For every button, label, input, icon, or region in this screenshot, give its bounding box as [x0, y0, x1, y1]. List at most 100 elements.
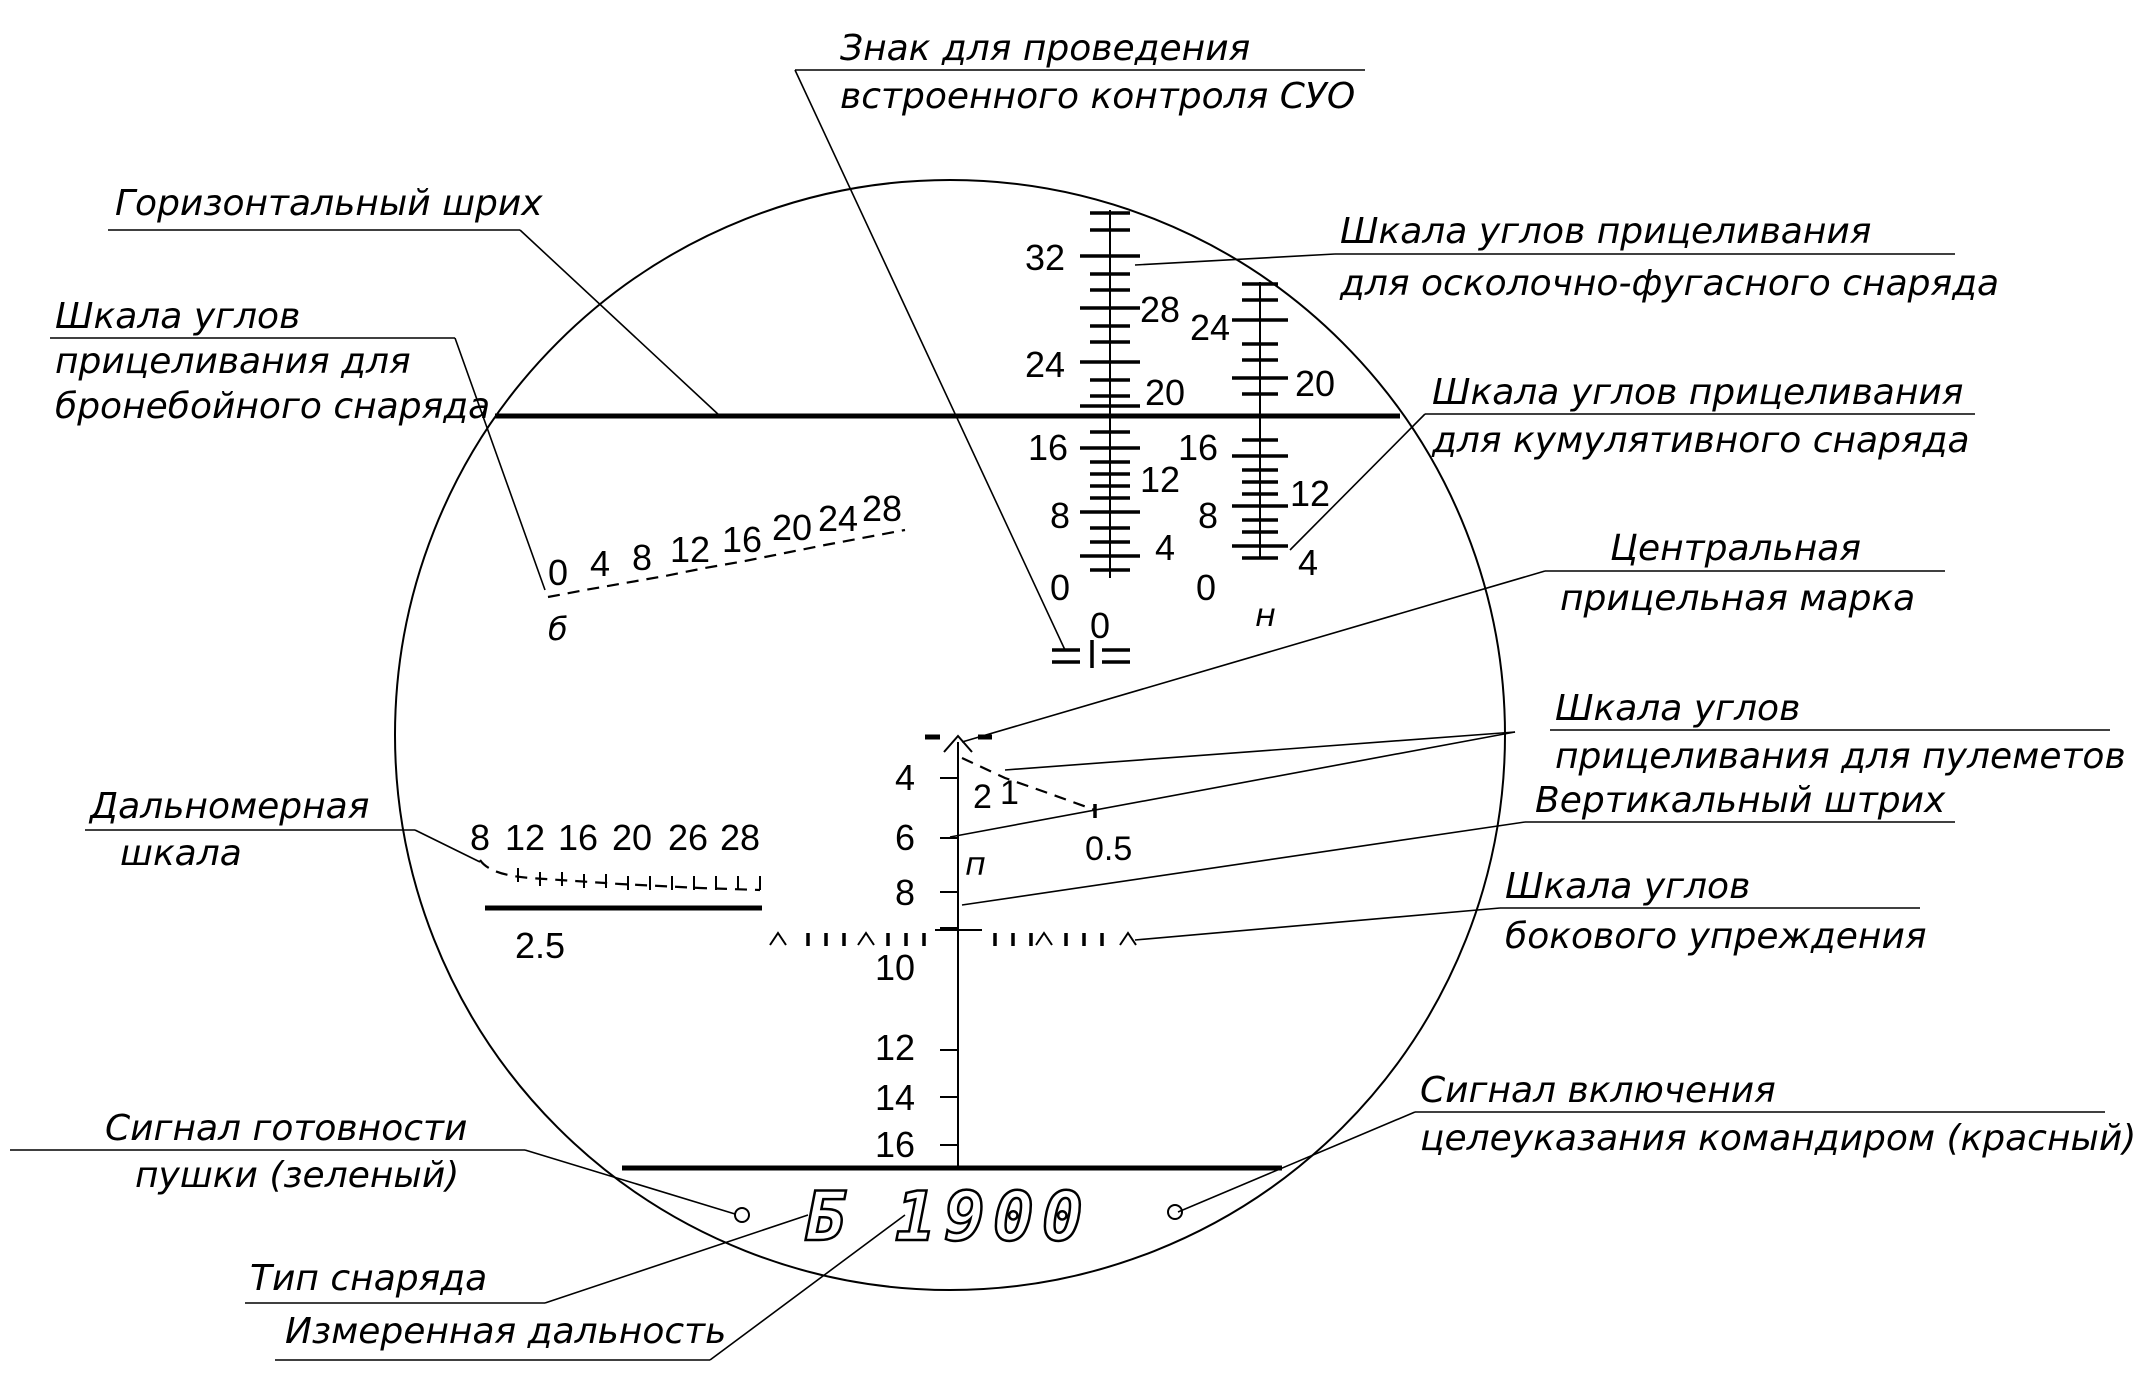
mg-scale-letter: п — [965, 845, 986, 883]
callout-mg-scale: Шкала углов прицеливания для пулеметов — [949, 688, 2126, 838]
central-aiming-mark — [925, 734, 992, 753]
callout-heat-scale: Шкала углов прицеливания для кумулятивно… — [1289, 372, 1975, 551]
ap-scale-label: 4 — [590, 543, 610, 584]
callout-text: Сигнал включения — [1420, 1070, 1776, 1111]
range-scale-label: 8 — [470, 817, 490, 858]
callout-text: Знак для проведения — [840, 28, 1250, 69]
callout-text: для кумулятивного снаряда — [1431, 420, 1970, 461]
mg-aiming-scale: 2 1 0.5 п — [961, 757, 1132, 883]
callout-central-mark: Центральная прицельная марка — [961, 528, 1945, 743]
he-scale-label: 16 — [1028, 427, 1068, 468]
callout-text: прицеливания для — [55, 341, 411, 382]
callout-text: для осколочно-фугасного снаряда — [1339, 263, 1999, 304]
callout-text: Шкала углов — [1555, 688, 1800, 729]
vertical-scale-ticks — [940, 777, 958, 1146]
lateral-lead-scale — [769, 929, 1137, 946]
bottom-readout: Б 1900 — [734, 1177, 1183, 1258]
callout-text: Вертикальный штрих — [1535, 780, 1946, 821]
callout-text: прицельная марка — [1560, 578, 1915, 619]
ap-scale-label: 20 — [772, 507, 812, 548]
range-scale-label: 26 — [668, 817, 708, 858]
callout-text: прицеливания для пулеметов — [1555, 736, 2126, 777]
callout-lead-scale: Шкала углов бокового упреждения — [1134, 866, 1927, 957]
range-scale-label: 16 — [558, 817, 598, 858]
vertical-scale-label: 10 — [875, 947, 915, 988]
mg-scale-label: 1 — [1000, 774, 1019, 812]
cmd-target-indicator — [1167, 1204, 1183, 1220]
callout-text: Тип снаряда — [250, 1258, 487, 1299]
callout-ammo-type: Тип снаряда — [245, 1214, 809, 1304]
callout-text: Сигнал готовности — [105, 1108, 467, 1149]
callout-text: Центральная — [1610, 528, 1861, 569]
he-scale-label: 8 — [1050, 495, 1070, 536]
callout-text: Измеренная дальность — [285, 1311, 726, 1352]
ap-aiming-scale: 0 4 8 12 16 20 24 28 б — [547, 488, 906, 648]
heat-scale-letter: н — [1255, 596, 1276, 634]
heat-aiming-scale: 24 16 8 0 20 12 4 н — [1178, 282, 1335, 634]
mg-scale-label: 0.5 — [1085, 830, 1132, 868]
he-scale-bottom-label: 0 — [1090, 605, 1110, 646]
range-scale-label: 20 — [612, 817, 652, 858]
vertical-scale-label: 12 — [875, 1027, 915, 1068]
ap-scale-label: 12 — [670, 529, 710, 570]
callout-horizontal-line: Горизонтальный шрих — [108, 183, 721, 417]
range-scale-label: 28 — [720, 817, 760, 858]
ap-scale-label: 28 — [862, 488, 902, 529]
callout-range-scale: Дальномерная шкала — [85, 786, 481, 874]
range-scale-ticks — [517, 868, 761, 890]
heat-scale-label: 16 — [1178, 427, 1218, 468]
he-scale-ticks — [1080, 211, 1140, 572]
field-of-view-circle — [394, 179, 1506, 1291]
heat-scale-label: 8 — [1198, 495, 1218, 536]
heat-scale-label: 4 — [1298, 542, 1318, 583]
callout-text: пушки (зеленый) — [135, 1155, 459, 1196]
he-scale-label: 24 — [1025, 344, 1065, 385]
callout-vertical-line: Вертикальный штрих — [961, 780, 1955, 906]
rangefinder-scale: 8 12 16 20 26 28 2.5 — [470, 817, 762, 966]
heat-scale-label: 12 — [1290, 473, 1330, 514]
heat-scale-ticks — [1232, 282, 1288, 560]
callout-text: Шкала углов — [1505, 866, 1750, 907]
bit-sign-mark — [1052, 640, 1130, 668]
heat-scale-label: 24 — [1190, 307, 1230, 348]
heat-scale-label: 0 — [1196, 567, 1216, 608]
callout-gun-ready: Сигнал готовности пушки (зеленый) — [10, 1108, 736, 1215]
range-scale-base-label: 2.5 — [515, 925, 565, 966]
he-aiming-scale: 32 24 16 8 0 28 20 12 4 0 — [1025, 210, 1185, 646]
ap-scale-label: 0 — [548, 552, 568, 593]
callout-text: Шкала углов прицеливания — [1432, 372, 1963, 413]
vertical-scale-label: 6 — [895, 817, 915, 858]
callout-text: Дальномерная — [88, 786, 369, 827]
measured-range-readout: 1900 — [895, 1178, 1091, 1257]
ap-scale-label: 24 — [818, 498, 858, 539]
callout-cmd-signal: Сигнал включения целеуказания командиром… — [1177, 1070, 2136, 1213]
callout-text: бронебойного снаряда — [55, 386, 490, 427]
gun-ready-indicator — [734, 1207, 750, 1223]
he-scale-label: 32 — [1025, 237, 1065, 278]
callout-text: бокового упреждения — [1505, 916, 1927, 957]
callout-text: шкала — [120, 833, 242, 874]
callout-bit-sign: Знак для проведения встроенного контроля… — [794, 28, 1365, 651]
callout-text: целеуказания командиром (красный) — [1420, 1118, 2136, 1159]
vertical-scale-label: 8 — [895, 872, 915, 913]
callout-he-scale: Шкала углов прицеливания для осколочно-ф… — [1134, 211, 1999, 304]
he-scale-label: 28 — [1140, 289, 1180, 330]
he-scale-label: 0 — [1050, 567, 1070, 608]
he-scale-label: 12 — [1140, 459, 1180, 500]
vertical-scale-label: 4 — [895, 757, 915, 798]
he-scale-label: 20 — [1145, 372, 1185, 413]
callout-ap-scale: Шкала углов прицеливания для бронебойног… — [50, 296, 546, 591]
vertical-scale-label: 14 — [875, 1077, 915, 1118]
callout-measured-range: Измеренная дальность — [275, 1214, 906, 1361]
ammo-type-readout: Б — [805, 1178, 847, 1257]
he-scale-label: 4 — [1155, 527, 1175, 568]
ap-scale-label: 16 — [722, 519, 762, 560]
range-scale-label: 12 — [505, 817, 545, 858]
mg-scale-label: 2 — [973, 778, 992, 816]
heat-scale-label: 20 — [1295, 363, 1335, 404]
ap-scale-label: 8 — [632, 537, 652, 578]
callout-text: Шкала углов прицеливания — [1340, 211, 1871, 252]
callout-text: встроенного контроля СУО — [840, 76, 1355, 117]
vertical-scale-label: 16 — [875, 1124, 915, 1165]
